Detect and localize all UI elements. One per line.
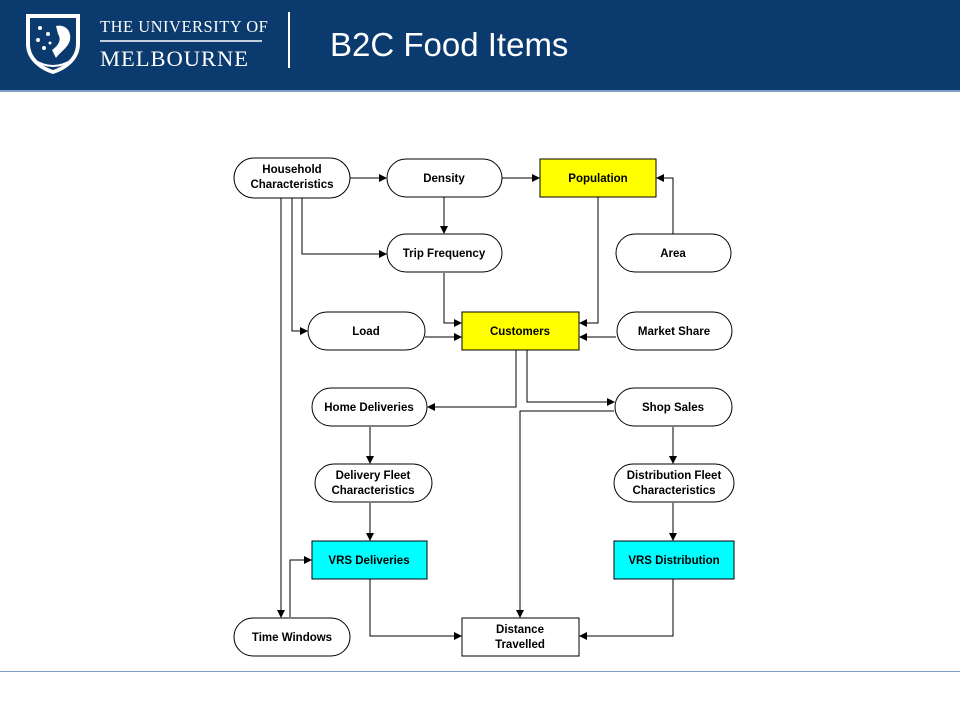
node-population-label: Population <box>568 173 627 185</box>
edge-customers-shopsales <box>526 350 615 406</box>
edge-household-load <box>291 197 308 335</box>
node-distribution-fleet-label-1: Distribution Fleet <box>627 470 722 482</box>
node-customers: Customers <box>461 311 580 351</box>
node-delivery-fleet: Delivery Fleet Characteristics <box>314 463 433 503</box>
node-area: Area <box>615 233 732 273</box>
university-logo-text: THE UNIVERSITY OF MELBOURNE <box>100 17 268 71</box>
edge-customers-homedeliveries <box>427 350 517 411</box>
node-population: Population <box>539 158 657 198</box>
header-bar: THE UNIVERSITY OF MELBOURNE B2C Food Ite… <box>0 0 960 90</box>
node-load-label: Load <box>352 326 379 338</box>
node-time-windows: Time Windows <box>233 617 351 657</box>
node-distribution-fleet: Distribution Fleet Characteristics <box>613 463 735 503</box>
logo-line-2: MELBOURNE <box>100 46 249 71</box>
node-customers-label: Customers <box>490 326 550 338</box>
node-vrs-distribution-label: VRS Distribution <box>628 555 719 567</box>
node-shop-sales-label: Shop Sales <box>642 402 704 414</box>
node-load: Load <box>307 311 426 351</box>
header-rule <box>0 90 960 92</box>
node-market-share: Market Share <box>616 311 733 351</box>
node-distance-travelled-label-1: Distance <box>496 624 544 636</box>
node-distribution-fleet-label-2: Characteristics <box>632 485 715 497</box>
edge-timewindows-vrsdeliveries <box>289 556 312 617</box>
node-density-label: Density <box>423 173 465 185</box>
node-density: Density <box>386 158 503 198</box>
edge-vrsdeliveries-distance <box>369 579 462 640</box>
node-home-deliveries: Home Deliveries <box>311 387 428 427</box>
slide-title: B2C Food Items <box>330 26 569 63</box>
node-household-label-2: Characteristics <box>250 179 333 191</box>
edge-household-trip <box>301 197 387 258</box>
node-delivery-fleet-label-1: Delivery Fleet <box>336 470 411 482</box>
node-shop-sales: Shop Sales <box>614 387 733 427</box>
node-vrs-deliveries-label: VRS Deliveries <box>328 555 409 567</box>
node-trip-frequency-label: Trip Frequency <box>403 248 486 260</box>
footer-rule <box>0 671 960 672</box>
node-time-windows-label: Time Windows <box>252 632 332 644</box>
university-crest-icon <box>26 14 80 74</box>
logo-line-1: THE UNIVERSITY OF <box>100 17 268 36</box>
node-market-share-label: Market Share <box>638 326 710 338</box>
node-vrs-deliveries: VRS Deliveries <box>311 540 428 580</box>
node-home-deliveries-label: Home Deliveries <box>324 402 414 414</box>
node-area-label: Area <box>660 248 686 260</box>
edge-area-population <box>656 174 674 234</box>
edge-population-customers <box>579 197 599 327</box>
node-trip-frequency: Trip Frequency <box>386 233 503 273</box>
edge-shopsales-distance <box>516 410 614 618</box>
node-distance-travelled-label-2: Travelled <box>495 639 545 651</box>
edge-trip-customers <box>443 273 462 327</box>
node-delivery-fleet-label-2: Characteristics <box>331 485 414 497</box>
node-household-label-1: Household <box>262 164 321 176</box>
node-household: Household Characteristics <box>233 157 351 199</box>
node-vrs-distribution: VRS Distribution <box>613 540 735 580</box>
node-distance-travelled: Distance Travelled <box>461 617 580 657</box>
header-divider <box>288 12 290 68</box>
connectors <box>277 174 677 640</box>
edge-vrsdistribution-distance <box>579 579 674 640</box>
